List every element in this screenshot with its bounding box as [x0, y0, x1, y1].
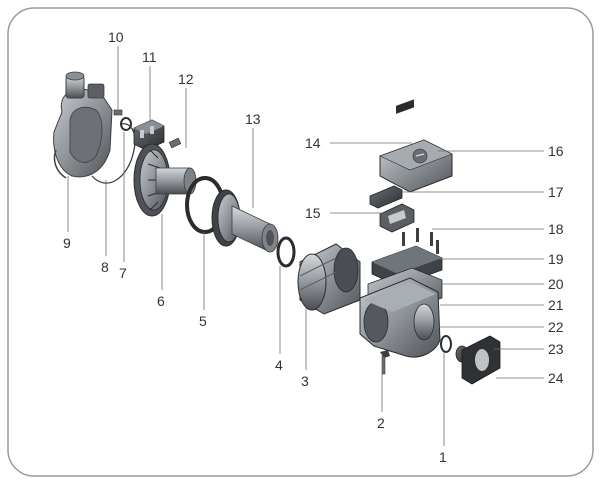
label-16: 16 — [548, 143, 564, 159]
part-16-top-cover — [379, 139, 453, 193]
label-17: 17 — [548, 184, 564, 200]
label-14: 14 — [305, 135, 321, 151]
label-22: 22 — [548, 319, 564, 335]
label-13: 13 — [245, 111, 261, 127]
part-2-bolt — [380, 350, 390, 375]
label-6: 6 — [157, 293, 165, 309]
label-20: 20 — [548, 276, 564, 292]
label-19: 19 — [548, 251, 564, 267]
part-17-cover-stem — [369, 185, 403, 209]
label-2: 2 — [377, 415, 385, 431]
label-11: 11 — [142, 49, 157, 65]
label-7: 7 — [119, 265, 127, 281]
label-5: 5 — [199, 313, 207, 329]
part-3-motor-can — [297, 243, 361, 315]
label-12: 12 — [178, 71, 194, 87]
part-15-gasket — [379, 203, 415, 233]
label-1: 1 — [439, 449, 447, 465]
part-22-motor-housing — [359, 277, 441, 358]
part-24-end-plate — [461, 335, 501, 385]
part-9-pump-volute — [53, 71, 113, 179]
part-4-oring — [276, 236, 296, 268]
part-7-small-oring — [120, 117, 132, 131]
label-18: 18 — [548, 221, 564, 237]
label-8: 8 — [101, 259, 109, 275]
label-3: 3 — [301, 373, 309, 389]
label-24: 24 — [548, 370, 564, 386]
label-9: 9 — [63, 235, 71, 251]
label-10: 10 — [108, 29, 124, 45]
part-18-screws — [402, 228, 439, 254]
part-13-flange-shaft-tube — [211, 189, 279, 253]
label-23: 23 — [548, 341, 564, 357]
label-15: 15 — [305, 205, 321, 221]
part-6-impeller — [133, 137, 197, 217]
part-8-retaining-wire — [91, 123, 136, 184]
label-4: 4 — [275, 357, 283, 373]
diagram-border — [7, 7, 594, 477]
callout-labels: 10 11 12 13 14 15 16 17 18 19 20 21 22 2… — [63, 29, 564, 465]
part-1-oring — [440, 335, 452, 353]
part-11-terminal-block — [133, 119, 165, 151]
leader-lines — [67, 46, 544, 446]
label-21: 21 — [548, 297, 564, 313]
